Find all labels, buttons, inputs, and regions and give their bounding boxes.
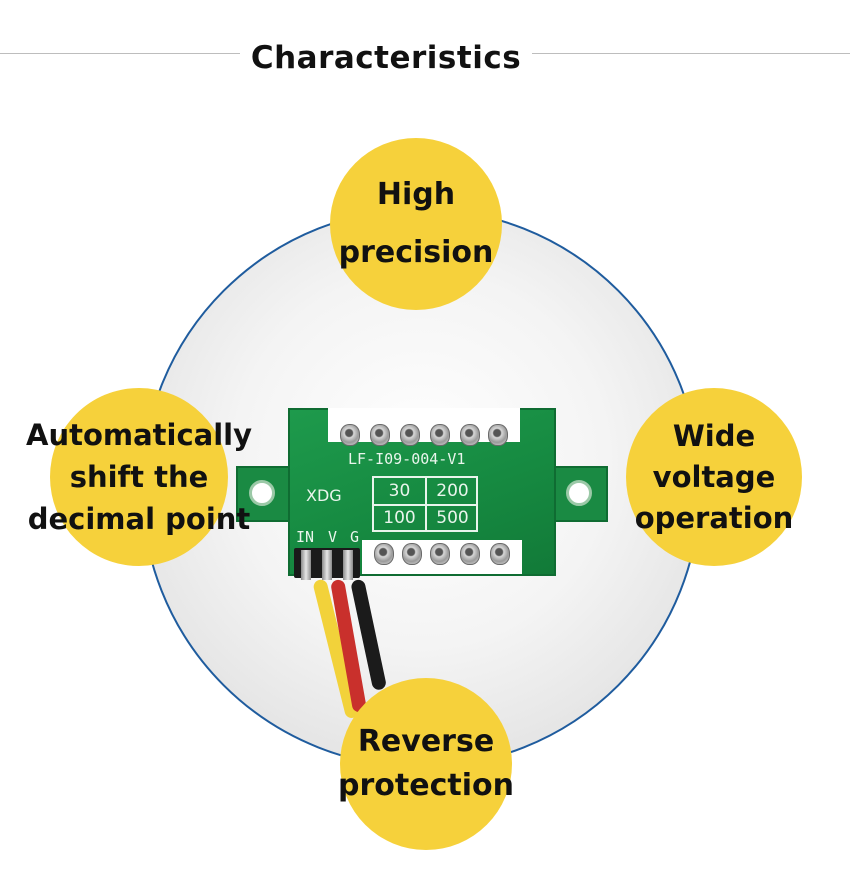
feature-wide-voltage: Wide voltage operation bbox=[626, 388, 802, 566]
feature-text: operation bbox=[634, 500, 794, 535]
mount-hole-left bbox=[249, 480, 275, 506]
range-cell: 200 bbox=[436, 481, 469, 501]
feature-text: precision bbox=[338, 235, 494, 270]
feature-text: High bbox=[376, 177, 456, 212]
feature-text: decimal point bbox=[27, 502, 251, 536]
solder-pad bbox=[340, 424, 360, 446]
solder-pad bbox=[460, 543, 480, 565]
solder-pad bbox=[430, 543, 450, 565]
feature-text: protection bbox=[338, 768, 514, 803]
pin-label-g: G bbox=[350, 528, 360, 546]
solder-pad bbox=[400, 424, 420, 446]
mount-hole-right bbox=[566, 480, 592, 506]
solder-pad bbox=[374, 543, 394, 565]
feature-text: voltage bbox=[652, 459, 776, 494]
range-cell: 100 bbox=[383, 508, 416, 528]
board-model-label: LF-I09-004-V1 bbox=[348, 450, 466, 468]
board-brand-label: XDG bbox=[306, 486, 342, 505]
solder-pad bbox=[460, 424, 480, 446]
range-cell: 30 bbox=[388, 481, 411, 501]
solder-pad bbox=[402, 543, 422, 565]
solder-pad bbox=[370, 424, 390, 446]
feature-text: Reverse bbox=[357, 724, 495, 759]
range-cell: 500 bbox=[436, 508, 469, 528]
feature-reverse-protection: Reverse protection bbox=[338, 678, 514, 850]
pin-label-v: V bbox=[328, 528, 338, 546]
feature-high-precision: High precision bbox=[330, 138, 502, 310]
solder-pad bbox=[490, 543, 510, 565]
solder-pad bbox=[430, 424, 450, 446]
feature-text: Automatically bbox=[26, 418, 253, 452]
header-pin bbox=[301, 550, 311, 580]
header-pin bbox=[343, 550, 353, 580]
range-table: 30 200 100 500 bbox=[372, 476, 478, 532]
feature-text: Wide bbox=[672, 418, 756, 453]
solder-pad bbox=[488, 424, 508, 446]
feature-auto-decimal: Automatically shift the decimal point bbox=[26, 388, 252, 566]
feature-text: shift the bbox=[69, 460, 209, 494]
header-pin bbox=[322, 550, 332, 580]
page-title: Characteristics bbox=[240, 36, 532, 80]
pin-label-in: IN bbox=[296, 528, 315, 546]
